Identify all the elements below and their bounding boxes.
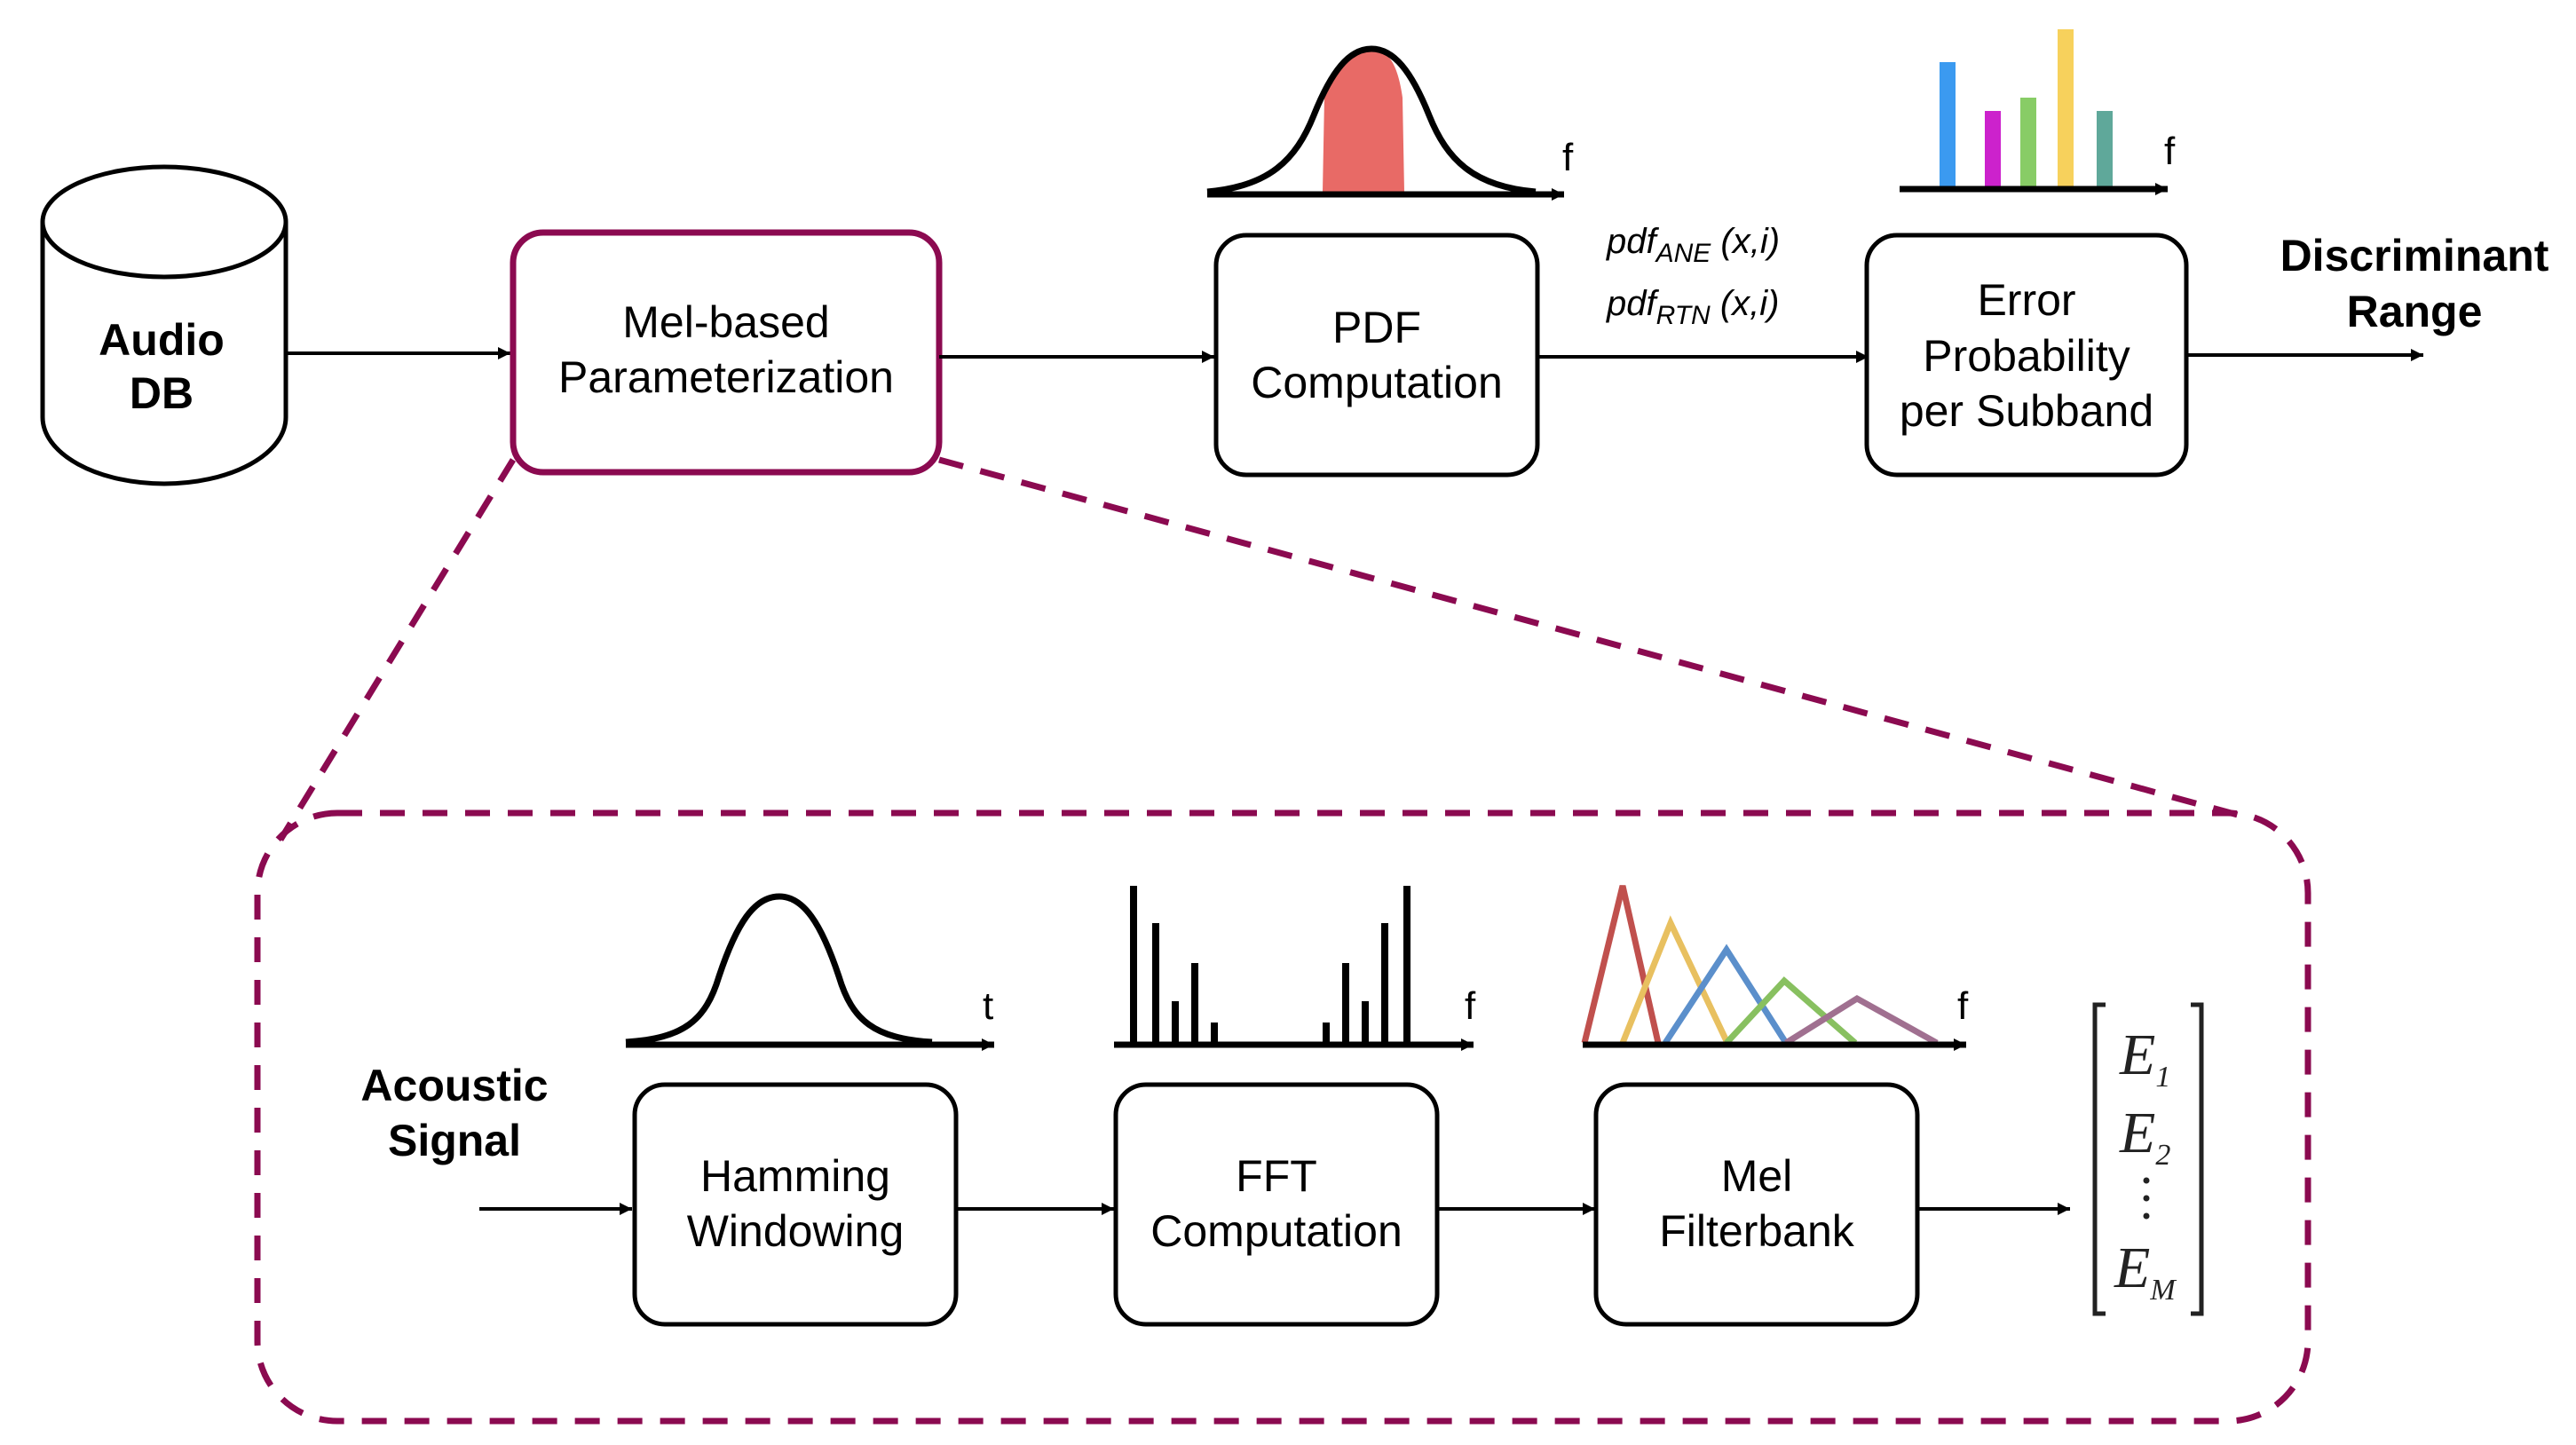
hamming-label-2: Windowing — [687, 1206, 905, 1256]
fft-label-1: FFT — [1236, 1151, 1317, 1201]
mel-param-label-1: Mel-based — [622, 297, 829, 347]
fft-spectrum-icon: f — [1114, 886, 1476, 1051]
input-label-2: Signal — [388, 1116, 521, 1165]
pdf-function-labels: pdfANE (x,i) pdfRTN (x,i) — [1606, 222, 1780, 330]
error-prob-label-3: per Subband — [1900, 386, 2153, 436]
hamming-axis-label: t — [983, 984, 993, 1028]
mel-fb-axis-label: f — [1957, 984, 1969, 1028]
hamming-window-icon: t — [625, 893, 994, 1051]
output-label-1: Discriminant — [2280, 231, 2549, 280]
mel-param-label-2: Parameterization — [558, 352, 894, 402]
hamming-label-1: Hamming — [700, 1151, 890, 1201]
audio-db-label-2: DB — [130, 368, 194, 418]
mel-fb-label-1: Mel — [1721, 1151, 1793, 1201]
input-label-1: Acoustic — [360, 1061, 548, 1110]
vector-e1: E1 — [2119, 1023, 2170, 1094]
hamming-windowing-box: Hamming Windowing — [632, 1082, 959, 1327]
mel-filterbank-icon: f — [1581, 885, 1969, 1051]
error-prob-label-2: Probability — [1923, 331, 2130, 381]
energy-vector: E1 E2 EM — [2092, 1002, 2204, 1316]
gaussian-pdf-icon: f — [1206, 45, 1574, 201]
vector-e2: E2 — [2119, 1101, 2170, 1172]
pdf-computation-box: PDF Computation — [1213, 233, 1540, 478]
mel-filterbank-box: Mel Filterbank — [1593, 1082, 1920, 1327]
pdf-axis-label: f — [1562, 136, 1574, 179]
fft-label-2: Computation — [1150, 1206, 1403, 1256]
pdf-comp-label-1: PDF — [1332, 303, 1421, 352]
audio-db-label-1: Audio — [99, 315, 225, 365]
pdf-rtn-label: pdfRTN (x,i) — [1606, 284, 1780, 330]
pdf-ane-label: pdfANE (x,i) — [1606, 222, 1780, 268]
subband-bar-icon: f — [1900, 29, 2176, 195]
audio-db-cylinder: Audio DB — [40, 164, 288, 486]
fft-axis-label: f — [1465, 984, 1476, 1028]
error-prob-label-1: Error — [1977, 275, 2075, 325]
subband-axis-label: f — [2164, 130, 2176, 173]
pdf-comp-label-2: Computation — [1251, 358, 1503, 407]
fft-computation-box: FFT Computation — [1113, 1082, 1440, 1327]
zoom-connector-right — [938, 456, 2245, 820]
error-probability-box: Error Probability per Subband — [1864, 233, 2189, 478]
mel-fb-label-2: Filterbank — [1659, 1206, 1855, 1256]
zoom-connector-left — [278, 458, 516, 841]
discriminant-range-label: Discriminant Range — [2280, 231, 2549, 336]
detail-container — [254, 809, 2311, 1425]
output-label-2: Range — [2347, 287, 2483, 336]
acoustic-signal-label: Acoustic Signal — [360, 1061, 548, 1165]
mel-param-box: Mel-based Parameterization — [510, 229, 943, 476]
vector-em: EM — [2114, 1236, 2177, 1307]
